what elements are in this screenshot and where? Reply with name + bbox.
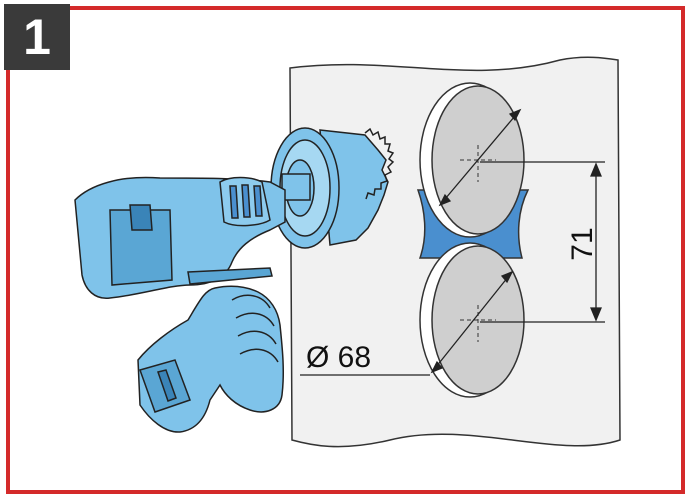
drill-icon: [74, 176, 286, 299]
spacing-label: 71: [566, 227, 599, 260]
diameter-label: Ø 68: [306, 341, 371, 374]
spacing-dimension: [480, 161, 605, 323]
step-number-badge: 1: [4, 4, 70, 70]
upper-hole: [419, 82, 525, 238]
diameter-arrows: [430, 108, 522, 374]
hole-saw-icon: [270, 127, 395, 249]
lower-hole: [419, 242, 525, 398]
gloved-hand-icon: [137, 285, 285, 433]
step-frame: [6, 6, 685, 494]
